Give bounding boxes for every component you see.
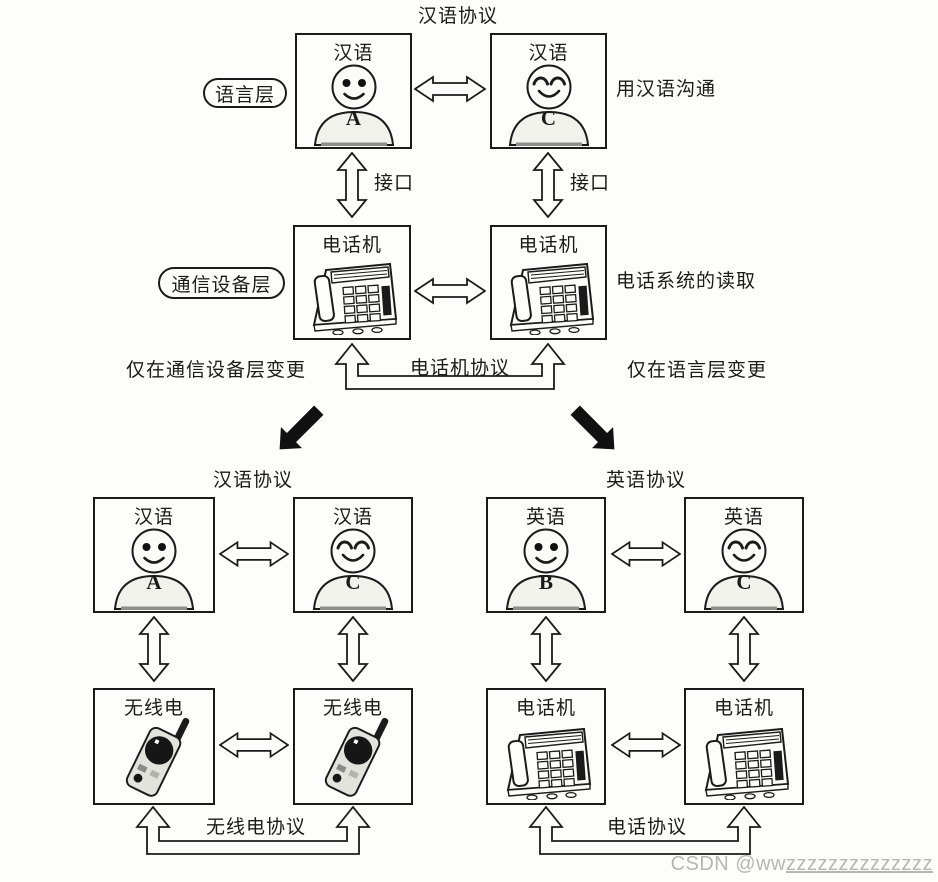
person-icon bbox=[308, 60, 400, 146]
top-phone-left-box: 电话机 bbox=[293, 225, 411, 340]
device-protocol-label: 无线电协议 bbox=[206, 817, 307, 838]
br-phone-left-box: 电话机 bbox=[486, 688, 606, 805]
double-arrow-vertical-icon bbox=[336, 152, 368, 218]
person-language-label: 汉语 bbox=[332, 507, 373, 528]
radio-icon bbox=[107, 716, 201, 800]
interface-label-left: 接口 bbox=[374, 173, 415, 194]
phone-icon bbox=[498, 718, 594, 800]
top-person-a-box: 汉语 A bbox=[295, 33, 412, 149]
top-person-c-box: 汉语 C bbox=[490, 33, 607, 149]
person-language-label: 汉语 bbox=[133, 507, 174, 528]
double-arrow-horizontal-icon bbox=[414, 277, 486, 305]
person-icon bbox=[500, 524, 592, 610]
device-label: 电话机 bbox=[515, 698, 576, 719]
person-letter: C bbox=[345, 570, 361, 594]
change-note-left: 仅在通信设备层变更 bbox=[126, 360, 307, 381]
top-protocol-title: 汉语协议 bbox=[417, 6, 498, 27]
bl-radio-left-box: 无线电 bbox=[93, 688, 215, 805]
big-arrow-down-left-icon bbox=[274, 399, 330, 455]
watermark-username: zzzzzzzzzzzzzz bbox=[786, 853, 933, 875]
person-letter: C bbox=[540, 106, 557, 130]
person-icon bbox=[503, 60, 595, 146]
csdn-watermark: CSDN @wwzzzzzzzzzzzzzz bbox=[671, 853, 933, 876]
bl-person-c-box: 汉语 C bbox=[293, 497, 413, 613]
double-arrow-horizontal-icon bbox=[219, 731, 289, 759]
double-arrow-vertical-icon bbox=[532, 152, 564, 218]
note-communicate-chinese: 用汉语沟通 bbox=[616, 79, 717, 100]
device-label: 无线电 bbox=[123, 698, 184, 719]
change-note-right: 仅在语言层变更 bbox=[627, 360, 768, 381]
person-letter: A bbox=[146, 570, 162, 594]
double-arrow-horizontal-icon bbox=[611, 540, 681, 568]
person-icon bbox=[108, 524, 200, 610]
bl-person-a-box: 汉语 A bbox=[93, 497, 215, 613]
equipment-layer-pill: 通信设备层 bbox=[158, 267, 285, 299]
double-arrow-horizontal-icon bbox=[611, 731, 681, 759]
bl-radio-right-box: 无线电 bbox=[293, 688, 413, 805]
br-protocol-title: 英语协议 bbox=[605, 470, 686, 491]
person-language-label: 英语 bbox=[525, 507, 566, 528]
double-arrow-vertical-icon bbox=[138, 616, 170, 682]
device-protocol-label: 电话协议 bbox=[607, 817, 688, 838]
double-arrow-vertical-icon bbox=[728, 616, 760, 682]
device-label: 电话机 bbox=[713, 698, 774, 719]
bl-protocol-title: 汉语协议 bbox=[212, 470, 293, 491]
language-layer-pill: 语言层 bbox=[203, 78, 287, 108]
person-language-label: 汉语 bbox=[528, 43, 569, 64]
person-letter: A bbox=[345, 106, 362, 130]
double-arrow-vertical-icon bbox=[337, 616, 369, 682]
device-label: 电话机 bbox=[518, 235, 579, 256]
person-language-label: 汉语 bbox=[333, 43, 374, 64]
person-letter: C bbox=[736, 570, 752, 594]
person-icon bbox=[698, 524, 790, 610]
br-phone-right-box: 电话机 bbox=[684, 688, 804, 805]
phone-icon bbox=[696, 718, 792, 800]
device-protocol-label: 电话机协议 bbox=[410, 358, 511, 379]
device-label: 无线电 bbox=[322, 698, 383, 719]
person-language-label: 英语 bbox=[723, 507, 764, 528]
top-phone-right-box: 电话机 bbox=[490, 225, 607, 340]
protocol-bracket-icon bbox=[528, 806, 762, 855]
watermark-prefix: CSDN @ww bbox=[670, 853, 786, 875]
person-letter: B bbox=[538, 570, 553, 594]
big-arrow-down-right-icon bbox=[564, 399, 620, 455]
interface-label-right: 接口 bbox=[570, 173, 611, 194]
br-person-c-box: 英语 C bbox=[684, 497, 804, 613]
phone-icon bbox=[304, 253, 400, 335]
radio-icon bbox=[306, 716, 400, 800]
device-label: 电话机 bbox=[321, 235, 382, 256]
protocol-bracket-icon bbox=[334, 343, 566, 390]
double-arrow-vertical-icon bbox=[530, 616, 562, 682]
br-person-b-box: 英语 B bbox=[486, 497, 606, 613]
double-arrow-horizontal-icon bbox=[414, 75, 486, 103]
phone-icon bbox=[501, 253, 597, 335]
protocol-bracket-icon bbox=[135, 806, 371, 855]
person-icon bbox=[307, 524, 399, 610]
note-phone-system: 电话系统的读取 bbox=[616, 271, 757, 292]
double-arrow-horizontal-icon bbox=[219, 540, 289, 568]
